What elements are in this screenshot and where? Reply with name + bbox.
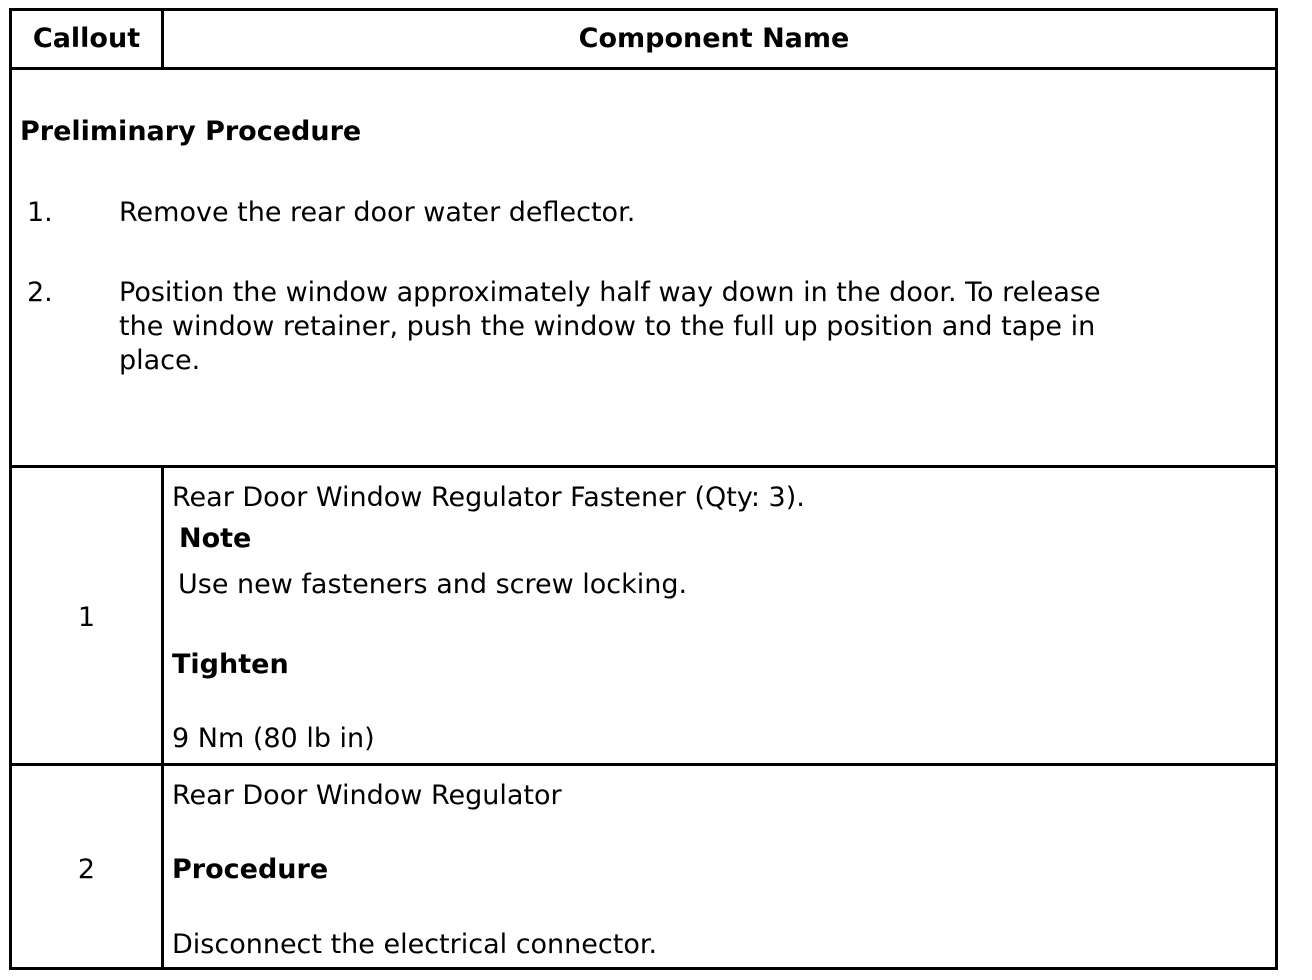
note-label: Note (179, 523, 252, 554)
step-text: Position the window approximately half w… (119, 277, 1101, 376)
action-label: Tighten (172, 649, 289, 680)
action-value: 9 Nm (80 lb in) (172, 723, 375, 754)
preliminary-heading: Preliminary Procedure (20, 116, 362, 147)
procedure-table: Callout Component Name Preliminary Proce… (9, 8, 1278, 970)
callout-number: 1 (77, 602, 96, 633)
component-name: Rear Door Window Regulator (172, 780, 562, 811)
step-number: 2. (27, 277, 53, 308)
callout-number: 2 (77, 854, 96, 885)
row-divider (12, 763, 1275, 766)
body-column-divider (161, 465, 164, 970)
component-name-header: Component Name (578, 23, 850, 54)
header-divider (12, 67, 1275, 70)
preliminary-divider (12, 465, 1275, 468)
component-name: Rear Door Window Regulator Fastener (Qty… (172, 482, 805, 513)
action-label: Procedure (172, 854, 329, 885)
step-text: Remove the rear door water deflector. (119, 197, 636, 228)
callout-header: Callout (32, 23, 141, 54)
step-number: 1. (27, 197, 53, 228)
note-text: Use new fasteners and screw locking. (178, 569, 688, 600)
action-value: Disconnect the electrical connector. (172, 929, 658, 960)
header-column-divider (161, 11, 164, 67)
